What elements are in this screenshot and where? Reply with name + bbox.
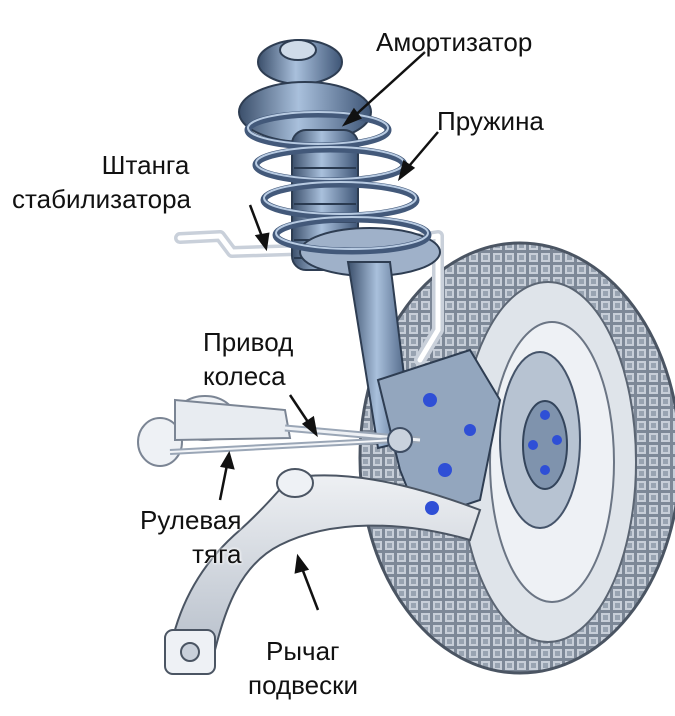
drive-shaft <box>137 395 421 467</box>
label-line: тяга <box>192 539 242 569</box>
label-line: Рычаг <box>266 636 340 666</box>
leader-arrows <box>218 51 439 611</box>
arrowhead <box>341 107 362 127</box>
label-line: подвески <box>248 670 359 700</box>
arrowhead <box>301 415 318 438</box>
label-wheel-drive: Привод колеса <box>203 325 293 393</box>
arrowhead <box>254 232 270 252</box>
label-line: Штанга <box>101 150 190 180</box>
wheel-stud <box>528 440 538 450</box>
arrowhead <box>397 159 416 182</box>
wheel-stud <box>552 435 562 445</box>
label-stabilizer-bar: Штанга стабилизатора <box>12 148 191 216</box>
label-tie-rod: Рулевая тяга <box>140 503 241 571</box>
label-line: Амортизатор <box>376 27 533 57</box>
label-spring: Пружина <box>437 104 544 138</box>
label-line: Пружина <box>437 106 544 136</box>
label-line: Рулевая <box>140 505 242 535</box>
arrowhead <box>294 553 310 574</box>
arrowhead <box>220 450 235 470</box>
wheel-stud <box>540 410 550 420</box>
wheel-hub <box>522 400 568 490</box>
label-shock-absorber: Амортизатор <box>376 25 532 59</box>
lower-control-arm <box>164 468 482 675</box>
steering-knuckle <box>376 348 502 522</box>
arrow-shock-absorber <box>349 51 426 121</box>
label-line: колеса <box>203 361 286 391</box>
label-line: Привод <box>203 327 294 357</box>
wheel <box>358 241 675 675</box>
coil-spring-highlight <box>247 111 429 250</box>
label-control-arm: Рычаг подвески <box>248 634 358 702</box>
label-line: стабилизатора <box>12 184 191 214</box>
wheel-stud <box>540 465 550 475</box>
tie-rod <box>169 427 413 455</box>
strut-top-nut <box>279 39 317 61</box>
